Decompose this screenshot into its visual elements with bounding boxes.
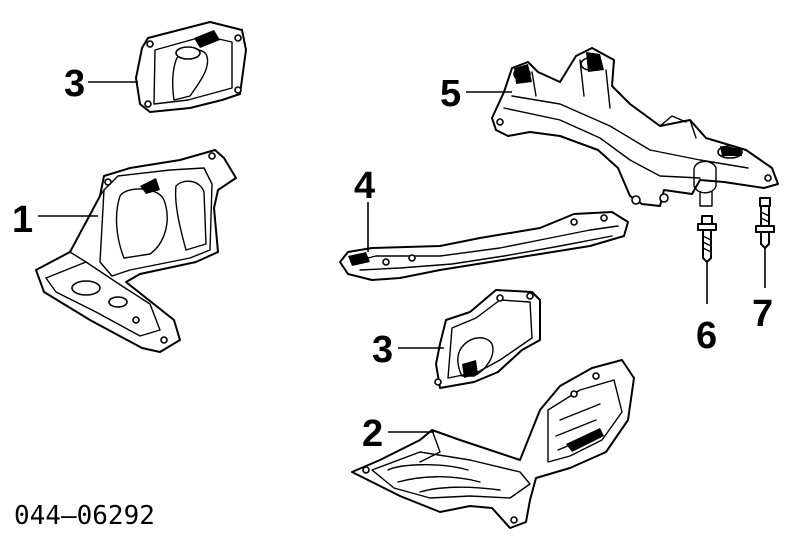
callout-5: 5 [440, 73, 461, 115]
splash-shield-lower [434, 289, 541, 389]
callout-3-mid: 3 [372, 329, 393, 371]
front-crossmember [491, 47, 779, 207]
callout-1: 1 [12, 199, 33, 241]
callout-2: 2 [362, 413, 383, 455]
callout-3-top: 3 [64, 63, 85, 105]
transmission-support-member [339, 211, 629, 281]
callout-4: 4 [354, 165, 375, 207]
splash-shield-upper [135, 21, 247, 113]
callout-7: 7 [752, 293, 773, 335]
bolt-7 [755, 197, 775, 249]
engine-under-cover-lower [351, 359, 635, 529]
engine-under-cover [35, 149, 237, 353]
bolt-6 [697, 215, 717, 263]
reference-code: 044–06292 [14, 501, 155, 531]
callout-6: 6 [696, 315, 717, 357]
